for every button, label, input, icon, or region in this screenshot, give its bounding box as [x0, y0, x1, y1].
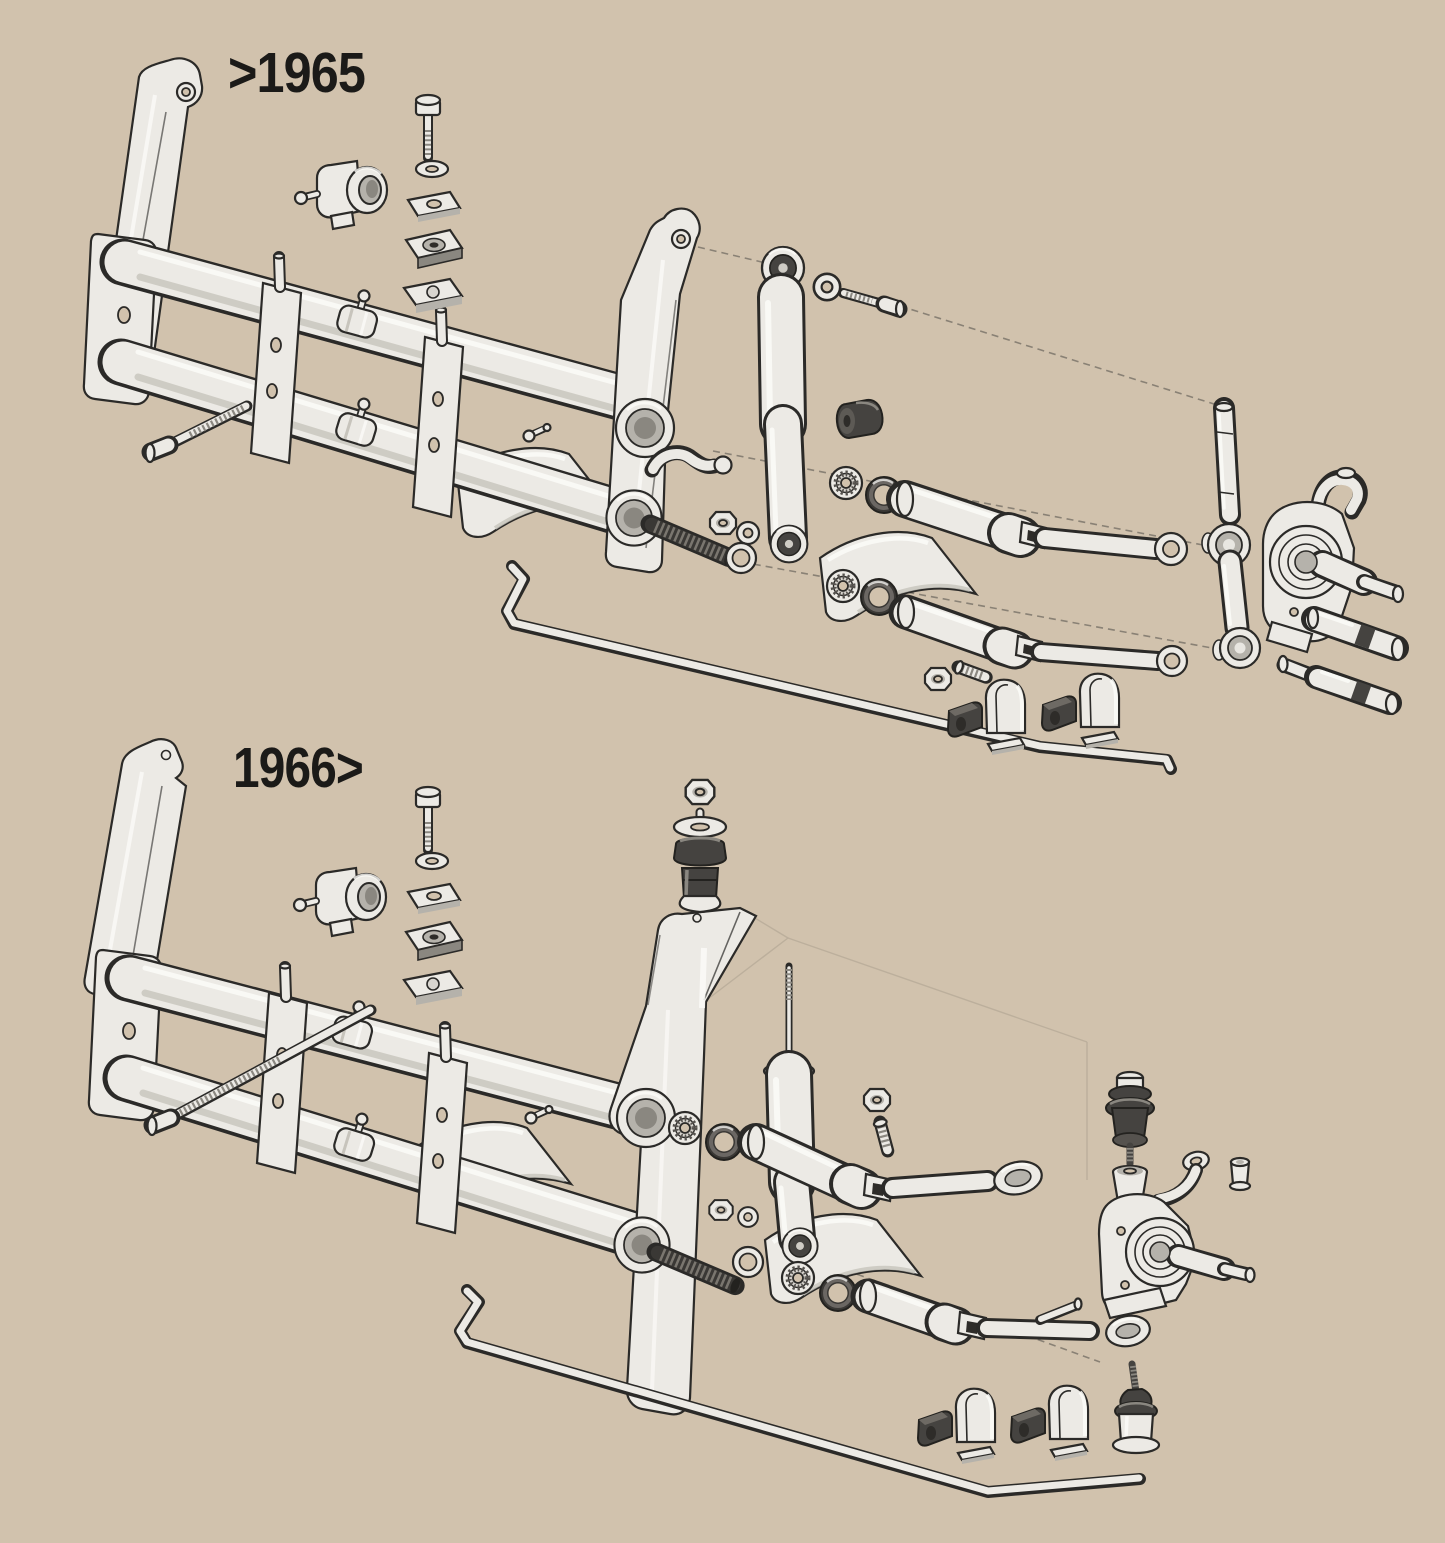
washer	[737, 1206, 759, 1228]
oil-seal	[818, 1273, 858, 1313]
stabilizer-bar-1965	[501, 560, 1177, 775]
hex-nut	[708, 1199, 734, 1221]
label-1966: 1966>	[233, 736, 363, 800]
shock-absorber-1965	[757, 245, 809, 564]
leader-line	[787, 937, 1088, 1043]
grease-fitting	[524, 424, 551, 442]
hex-nut	[684, 778, 716, 806]
king-link-pin	[1213, 397, 1241, 526]
splined-anchor-pin	[953, 660, 988, 683]
left-shock-tower-tall	[83, 738, 188, 1004]
spacer-bushing	[724, 541, 758, 575]
long-mounting-bolt	[141, 400, 253, 464]
diagram-1966: 1966>	[83, 736, 1256, 1498]
hex-nut	[923, 666, 953, 692]
link-pin	[1301, 606, 1409, 662]
needle-bearing	[782, 1262, 814, 1294]
shock-absorber-1966	[762, 962, 819, 1265]
diagram-1965: >1965	[82, 41, 1409, 775]
hex-nut	[862, 1087, 892, 1113]
axle-beam-1965	[82, 57, 736, 572]
leader-line	[811, 1257, 1101, 1363]
hex-nut	[708, 510, 738, 536]
stabilizer-bar-1966	[454, 1284, 1146, 1498]
needle-bearing	[827, 570, 859, 602]
mounting-hardware-stack	[404, 787, 462, 1005]
ball-joint-knuckle-upper	[1105, 1070, 1155, 1168]
steering-knuckle-1965	[1261, 466, 1405, 654]
upper-torsion-arm-1965	[886, 480, 1189, 567]
stabilizer-clamp-set	[946, 677, 1027, 757]
shock-mounting-bolt	[838, 288, 908, 319]
axle-beam-1966	[83, 738, 758, 1416]
splined-anchor-pin	[873, 1118, 894, 1153]
link-pin-carrier	[1201, 522, 1262, 670]
leader-line	[741, 561, 1213, 649]
needle-bearing	[669, 1112, 701, 1144]
spacer-bushing	[731, 1245, 765, 1279]
lower-torsion-arm-1966	[850, 1278, 1151, 1348]
ball-joint-lower	[1111, 1360, 1161, 1455]
stabilizer-clamp-set	[1009, 1383, 1090, 1463]
label-1965: >1965	[228, 41, 365, 105]
lower-torsion-arm-1965	[888, 594, 1189, 678]
ball-joint-upper	[672, 807, 728, 914]
bracket-hook	[644, 445, 733, 478]
leader-line	[697, 246, 767, 264]
needle-bearing	[830, 467, 862, 499]
link-pin	[1276, 654, 1402, 716]
shock-washer	[812, 272, 842, 302]
oil-seal	[704, 1122, 744, 1162]
long-mounting-bolt	[143, 1004, 377, 1137]
steering-knuckle-1966	[1097, 1150, 1256, 1320]
stabilizer-clamp-set	[916, 1386, 997, 1466]
beam-clamp-bracket	[294, 868, 386, 936]
upper-torsion-arm-1966	[737, 1123, 1043, 1210]
leader-line	[899, 305, 1215, 405]
stabilizer-clamp-set	[1040, 671, 1121, 751]
lower-torsion-tube	[97, 338, 659, 541]
upper-torsion-tube	[104, 954, 664, 1136]
bump-stop	[835, 398, 884, 440]
washer	[735, 520, 761, 546]
beam-clamp-bracket	[295, 161, 387, 229]
torsion-tube-boss	[615, 1087, 677, 1149]
mounting-hardware-stack	[404, 95, 462, 313]
right-shock-tower-tall	[608, 906, 758, 1416]
spindle-bushing	[1228, 1156, 1252, 1192]
